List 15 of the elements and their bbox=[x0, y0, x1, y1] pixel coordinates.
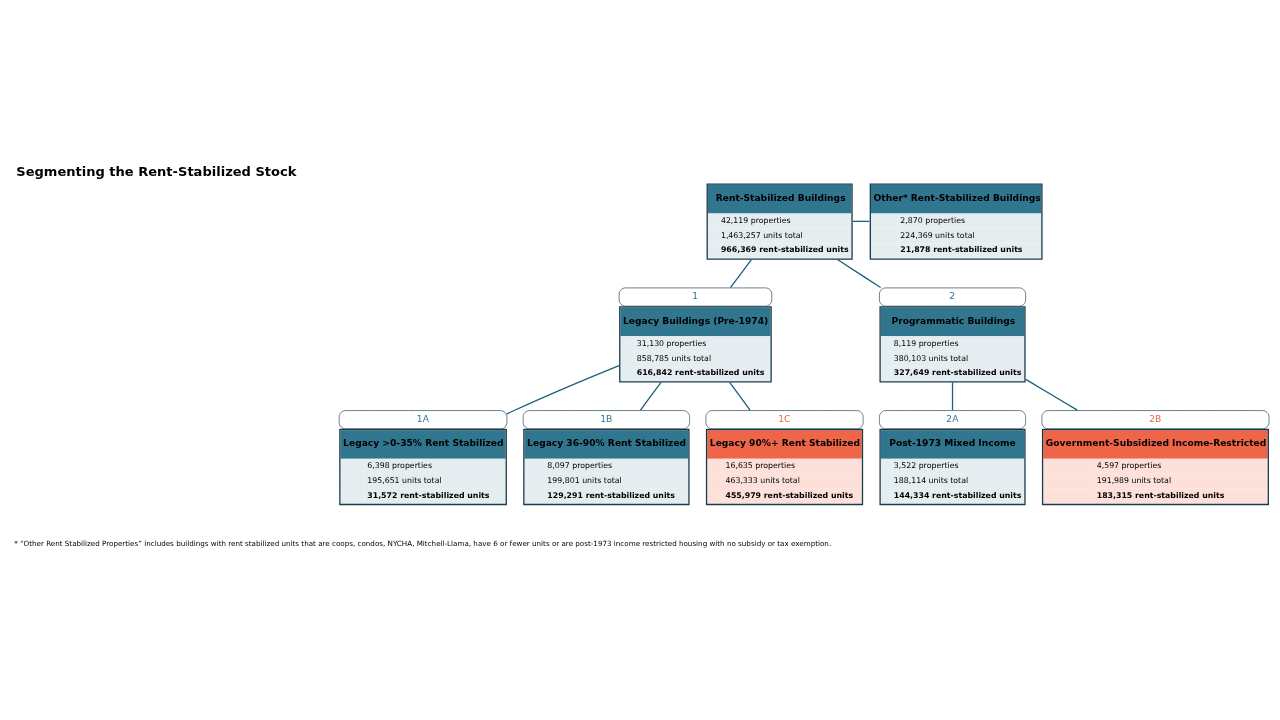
node-label: 1C bbox=[778, 414, 791, 425]
node-label: 2B bbox=[1149, 414, 1162, 425]
connector bbox=[951, 381, 954, 411]
node-label: 2A bbox=[946, 414, 959, 425]
connector bbox=[836, 258, 882, 289]
diagram-title: Segmenting the Rent-Stabilized Stock bbox=[16, 164, 297, 180]
connector bbox=[1025, 378, 1078, 411]
connector bbox=[729, 259, 752, 289]
connector bbox=[505, 364, 620, 415]
connector bbox=[639, 381, 662, 411]
node-label: 1A bbox=[416, 414, 429, 425]
node-label: 1 bbox=[692, 291, 699, 302]
node-label: 1B bbox=[600, 414, 613, 425]
node-label: 2 bbox=[949, 291, 956, 302]
connector bbox=[729, 381, 751, 411]
